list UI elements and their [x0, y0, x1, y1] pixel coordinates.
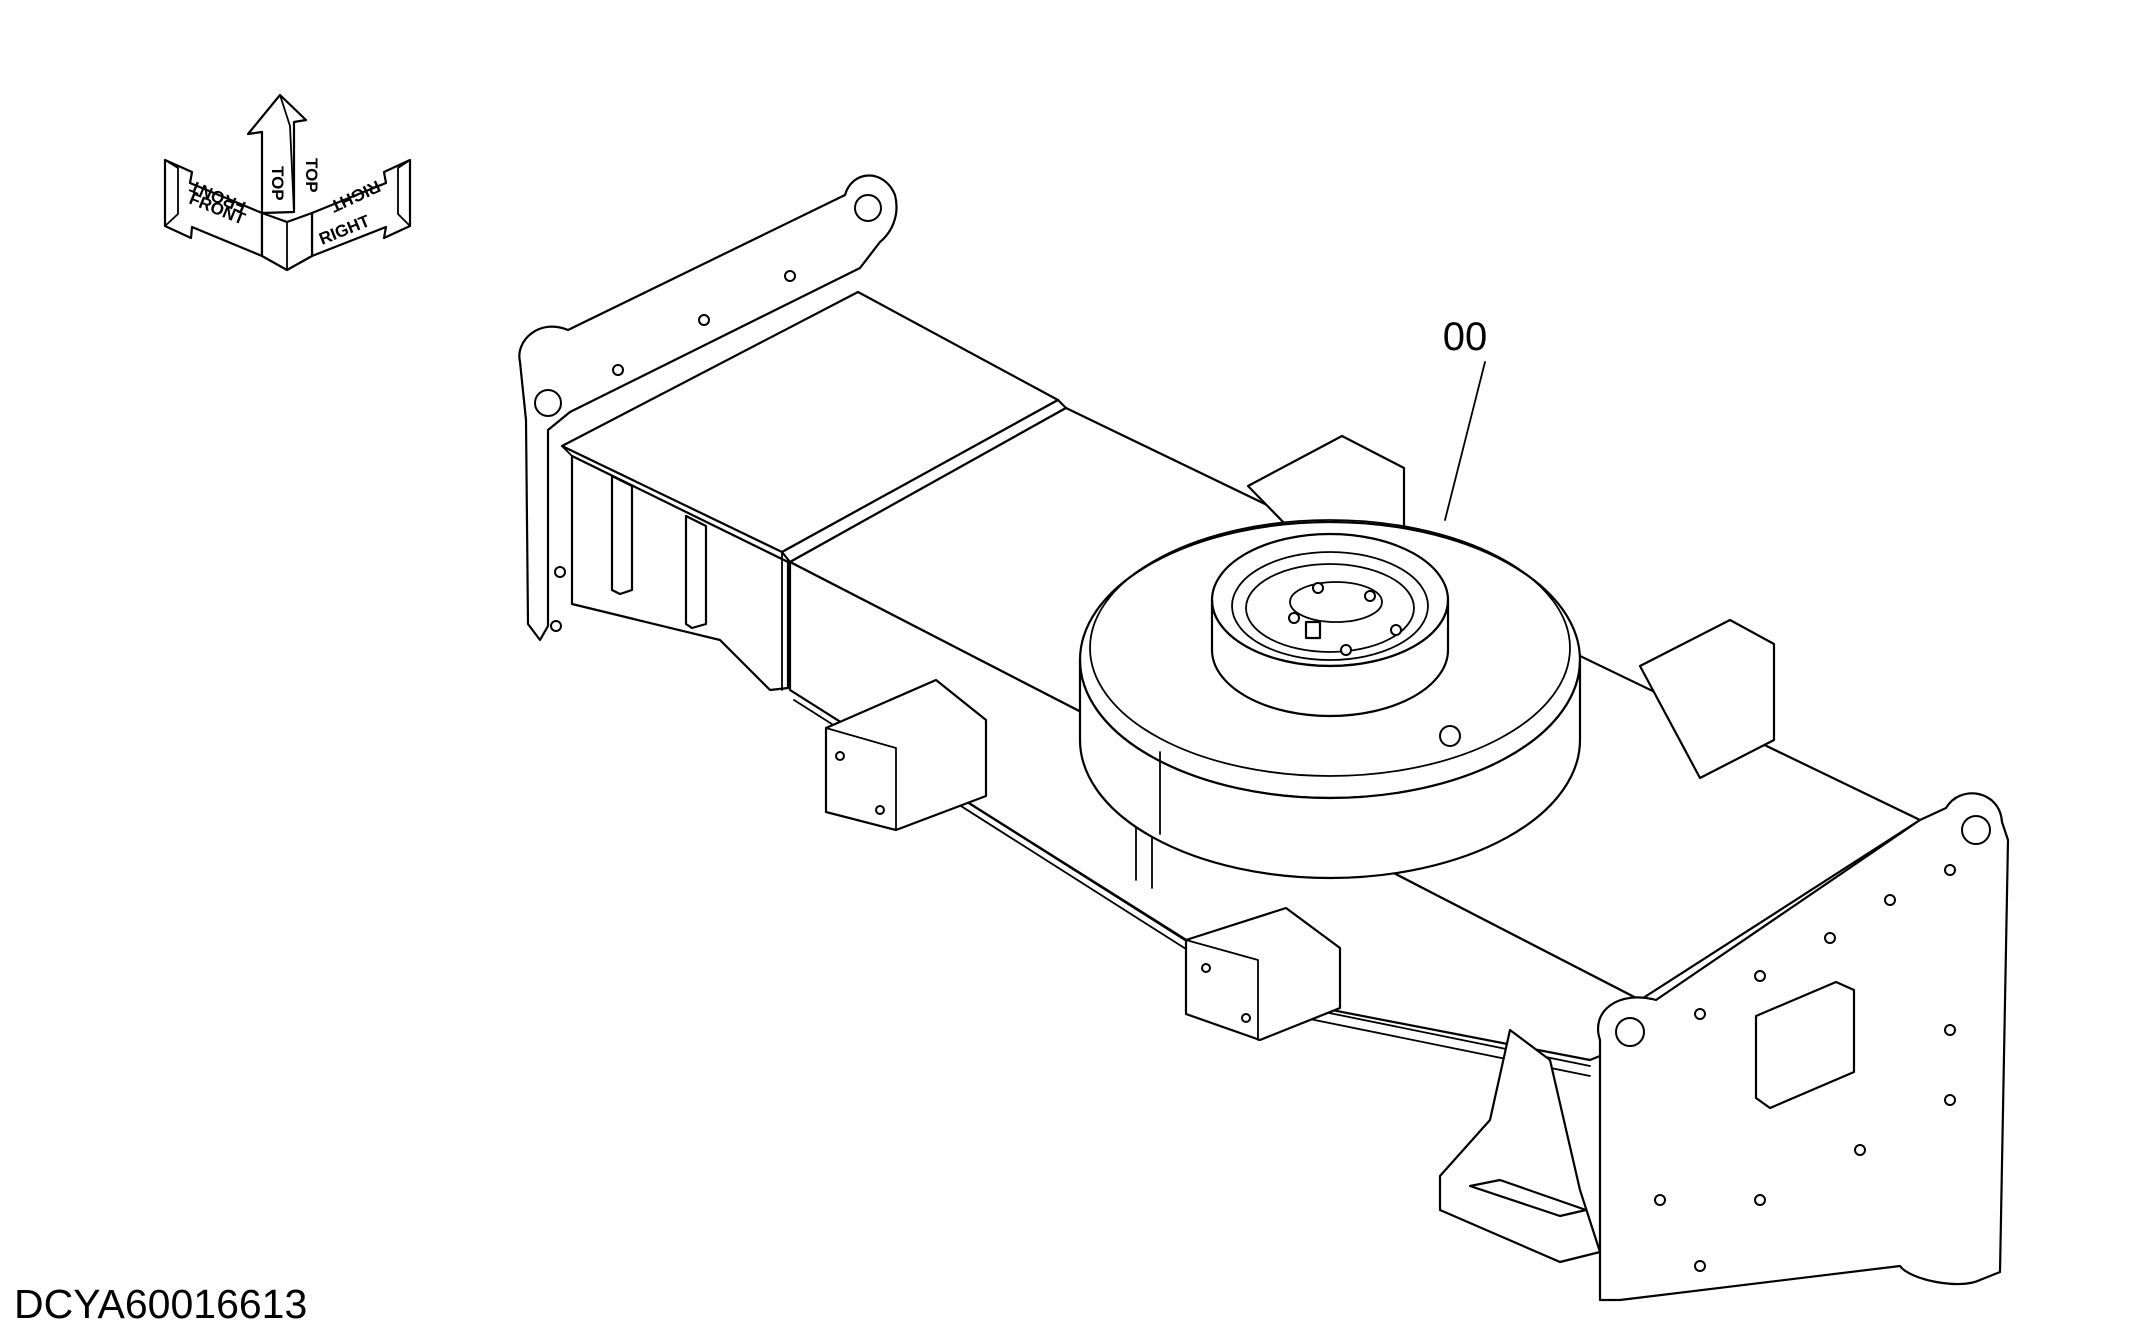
rear-lower-bracket	[1184, 906, 1342, 1042]
rear-gusset-block	[1438, 1028, 1602, 1264]
center-frame-assembly	[518, 174, 2010, 1302]
top-label: TOP	[268, 166, 287, 201]
top-label-mirror: TOP	[302, 158, 321, 193]
part-callout: 00	[1443, 315, 1488, 521]
orientation-arrow-symbol: FRONT FRONT TOP TOP RIGHT RIGHT	[163, 93, 412, 272]
left-bracket-plate	[518, 174, 898, 642]
callout-leader-line	[1444, 361, 1486, 521]
drawing-id-label: DCYA60016613	[14, 1281, 308, 1327]
front-lower-bracket	[824, 678, 988, 832]
right-plate-opening	[1754, 980, 1856, 1110]
callout-part-number: 00	[1443, 315, 1488, 359]
